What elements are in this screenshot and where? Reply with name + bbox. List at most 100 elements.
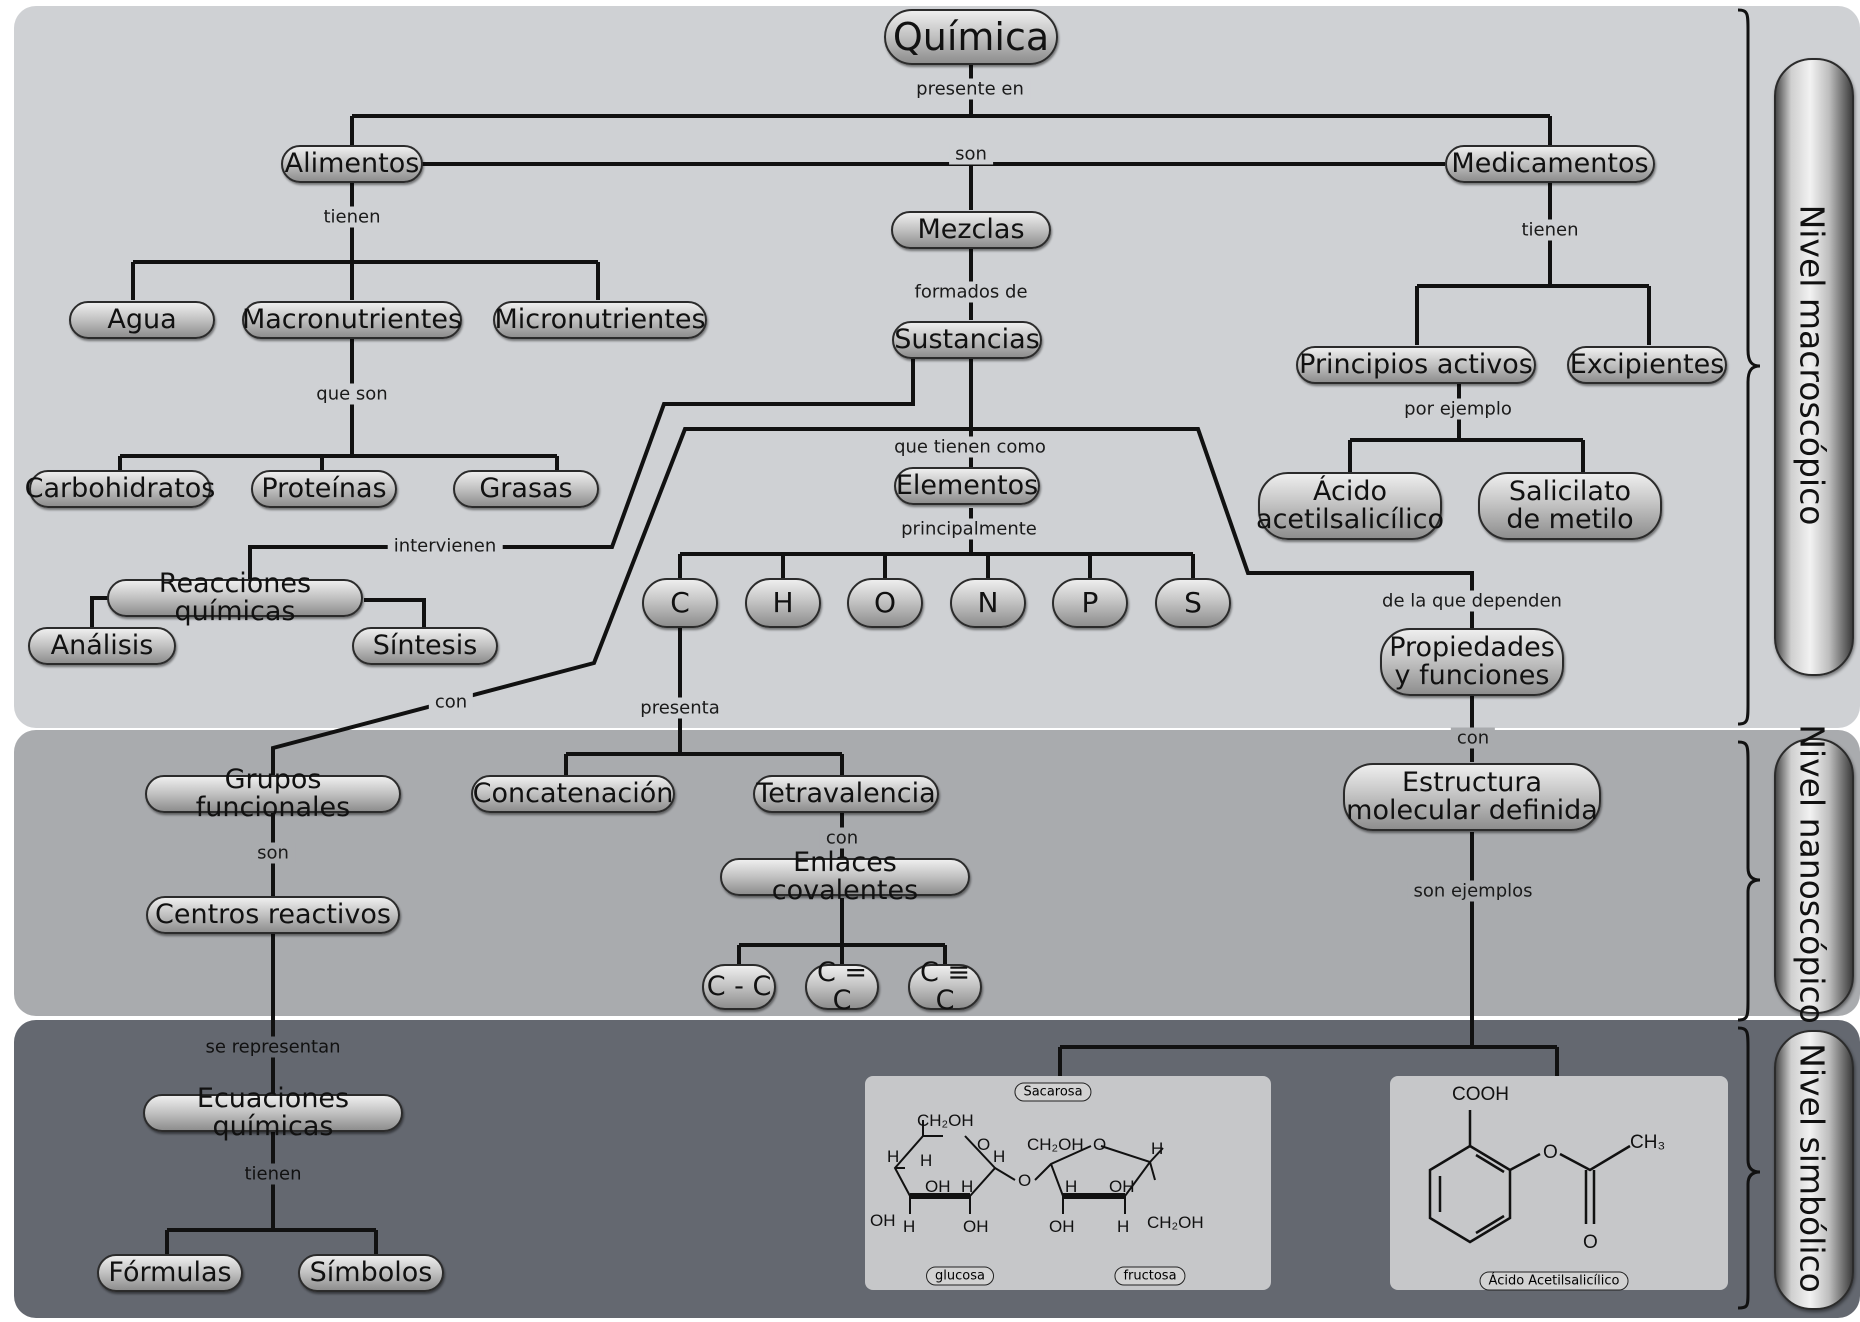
node-bond-triple-label: C ≡ C [919, 957, 971, 1016]
node-bond-triple: C ≡ C [908, 959, 982, 1014]
sac-oh-5: OH [1049, 1217, 1075, 1236]
node-simbolos-label: Símbolos [309, 1257, 433, 1289]
aspirina-structure: COOH O CH₃ O [1428, 1084, 1665, 1253]
node-sintesis: Síntesis [352, 627, 498, 665]
node-reacciones-label: Reacciones químicas [158, 568, 312, 627]
sac-h-6: H [1151, 1139, 1163, 1158]
node-grasas-label: Grasas [479, 473, 573, 505]
sac-oh-2: OH [870, 1211, 896, 1230]
level-pill-symbolic [1774, 1030, 1854, 1310]
node-analisis-label: Análisis [50, 630, 154, 662]
node-sintesis-label: Síntesis [372, 630, 478, 662]
tag-glucosa: glucosa [926, 1266, 994, 1286]
node-estructura-molecular: Estructura molecular definida [1343, 763, 1601, 831]
node-proteinas: Proteínas [251, 470, 397, 508]
tag-sacarosa: Sacarosa [1014, 1082, 1092, 1102]
node-bond-double-label: C = C [816, 957, 868, 1016]
node-element-o-label: O [873, 585, 897, 619]
node-proteinas-label: Proteínas [261, 473, 387, 505]
node-element-h-label: H [772, 585, 794, 619]
node-macronutrientes-label: Macronutrientes [241, 304, 463, 336]
link-por-ejemplo: por ejemplo [1398, 398, 1518, 420]
node-element-c-label: C [670, 585, 690, 619]
link-con-enlaces: con [819, 827, 865, 849]
node-quimica: Química [884, 9, 1058, 65]
node-element-p-label: P [1081, 585, 1099, 619]
node-propiedades-label: Propiedades y funciones [1389, 632, 1555, 691]
node-alimentos-label: Alimentos [284, 148, 420, 180]
node-concatenacion-label: Concatenación [472, 778, 674, 810]
link-formados-de: formados de [908, 281, 1034, 303]
link-principalmente: principalmente [895, 518, 1043, 540]
link-son-ejemplos: son ejemplos [1407, 880, 1539, 902]
node-elementos: Elementos [894, 467, 1040, 505]
node-element-n: N [950, 578, 1026, 628]
sac-h-2: H [920, 1151, 932, 1170]
node-analisis: Análisis [28, 627, 176, 665]
node-macronutrientes: Macronutrientes [242, 301, 462, 339]
asp-o-ester: O [1543, 1142, 1558, 1163]
sac-oh-1: OH [925, 1177, 951, 1196]
level-pill-nano [1774, 738, 1854, 1014]
node-medicamentos: Medicamentos [1445, 145, 1655, 183]
sacarosa-structure: CH₂OH O H H H OH H OH H OH O CH₂OH O H H… [870, 1111, 1204, 1236]
node-formulas-label: Fórmulas [108, 1257, 232, 1289]
level-pill-macro [1774, 58, 1854, 676]
link-con-estructura: con [1450, 727, 1496, 749]
node-carbohidratos-label: Carbohidratos [24, 473, 216, 505]
node-concatenacion: Concatenación [471, 775, 675, 813]
node-bond-double: C = C [805, 959, 879, 1014]
node-salicilato-de-metilo: Salicilato de metilo [1478, 472, 1662, 540]
link-que-son: que son [310, 383, 394, 405]
link-de-la-que-dependen: de la que dependen [1376, 590, 1568, 612]
node-agua-label: Agua [107, 304, 177, 336]
node-grupos-funcionales: Grupos funcionales [145, 766, 401, 821]
node-micronutrientes-label: Micronutrientes [494, 304, 706, 336]
link-son-centros: son [251, 842, 295, 864]
sac-ch2oh-1: CH₂OH [917, 1111, 974, 1130]
node-excipientes-label: Excipientes [1569, 349, 1725, 381]
node-element-s-label: S [1184, 585, 1202, 619]
sac-ch2oh-2: CH₂OH [1027, 1135, 1084, 1154]
tag-fructosa: fructosa [1114, 1266, 1186, 1286]
node-element-s: S [1155, 578, 1231, 628]
level-label-macro: Nivel macroscópico [1792, 204, 1832, 526]
node-ecuaciones-quimicas: Ecuaciones químicas [143, 1085, 403, 1140]
link-son-top: son [949, 143, 993, 165]
node-tetravalencia-label: Tetravalencia [756, 778, 936, 810]
node-enlaces-label: Enlaces covalentes [771, 847, 919, 906]
sac-h-7: H [1065, 1177, 1077, 1196]
aspirina-panel [1390, 1076, 1728, 1290]
sac-oh-3: OH [963, 1217, 989, 1236]
sac-oh-4: OH [1109, 1177, 1135, 1196]
node-principios-label: Principios activos [1299, 349, 1533, 381]
asp-cooh: COOH [1452, 1084, 1509, 1105]
node-propiedades-y-funciones: Propiedades y funciones [1380, 628, 1564, 696]
sac-h-5: H [903, 1217, 915, 1236]
node-principios-activos: Principios activos [1296, 346, 1536, 384]
node-alimentos: Alimentos [281, 145, 423, 183]
node-mezclas: Mezclas [891, 211, 1051, 249]
node-grasas: Grasas [453, 470, 599, 508]
node-sustancias-label: Sustancias [894, 324, 1040, 356]
node-element-o: O [847, 578, 923, 628]
link-se-representan: se representan [199, 1036, 347, 1058]
node-ecuaciones-label: Ecuaciones químicas [196, 1083, 350, 1142]
node-simbolos: Símbolos [298, 1254, 444, 1292]
sac-h-4: H [961, 1177, 973, 1196]
node-enlaces-covalentes: Enlaces covalentes [720, 849, 970, 904]
node-excipientes: Excipientes [1567, 346, 1727, 384]
node-estructura-label: Estructura molecular definida [1346, 767, 1598, 826]
node-centros-label: Centros reactivos [155, 899, 391, 931]
node-bond-single-label: C - C [706, 971, 772, 1003]
node-element-h: H [745, 578, 821, 628]
level-label-nano: Nivel nanoscópico [1792, 724, 1832, 1024]
level-label-symbolic: Nivel simbólico [1792, 1043, 1832, 1293]
node-elementos-label: Elementos [895, 470, 1039, 502]
node-grupos-label: Grupos funcionales [195, 764, 351, 823]
sac-o-2: O [1093, 1135, 1106, 1154]
sacarosa-panel [865, 1076, 1271, 1290]
asp-o-carbonyl: O [1583, 1232, 1598, 1253]
node-mezclas-label: Mezclas [917, 214, 1025, 246]
node-salicilato-label: Salicilato de metilo [1506, 476, 1634, 535]
